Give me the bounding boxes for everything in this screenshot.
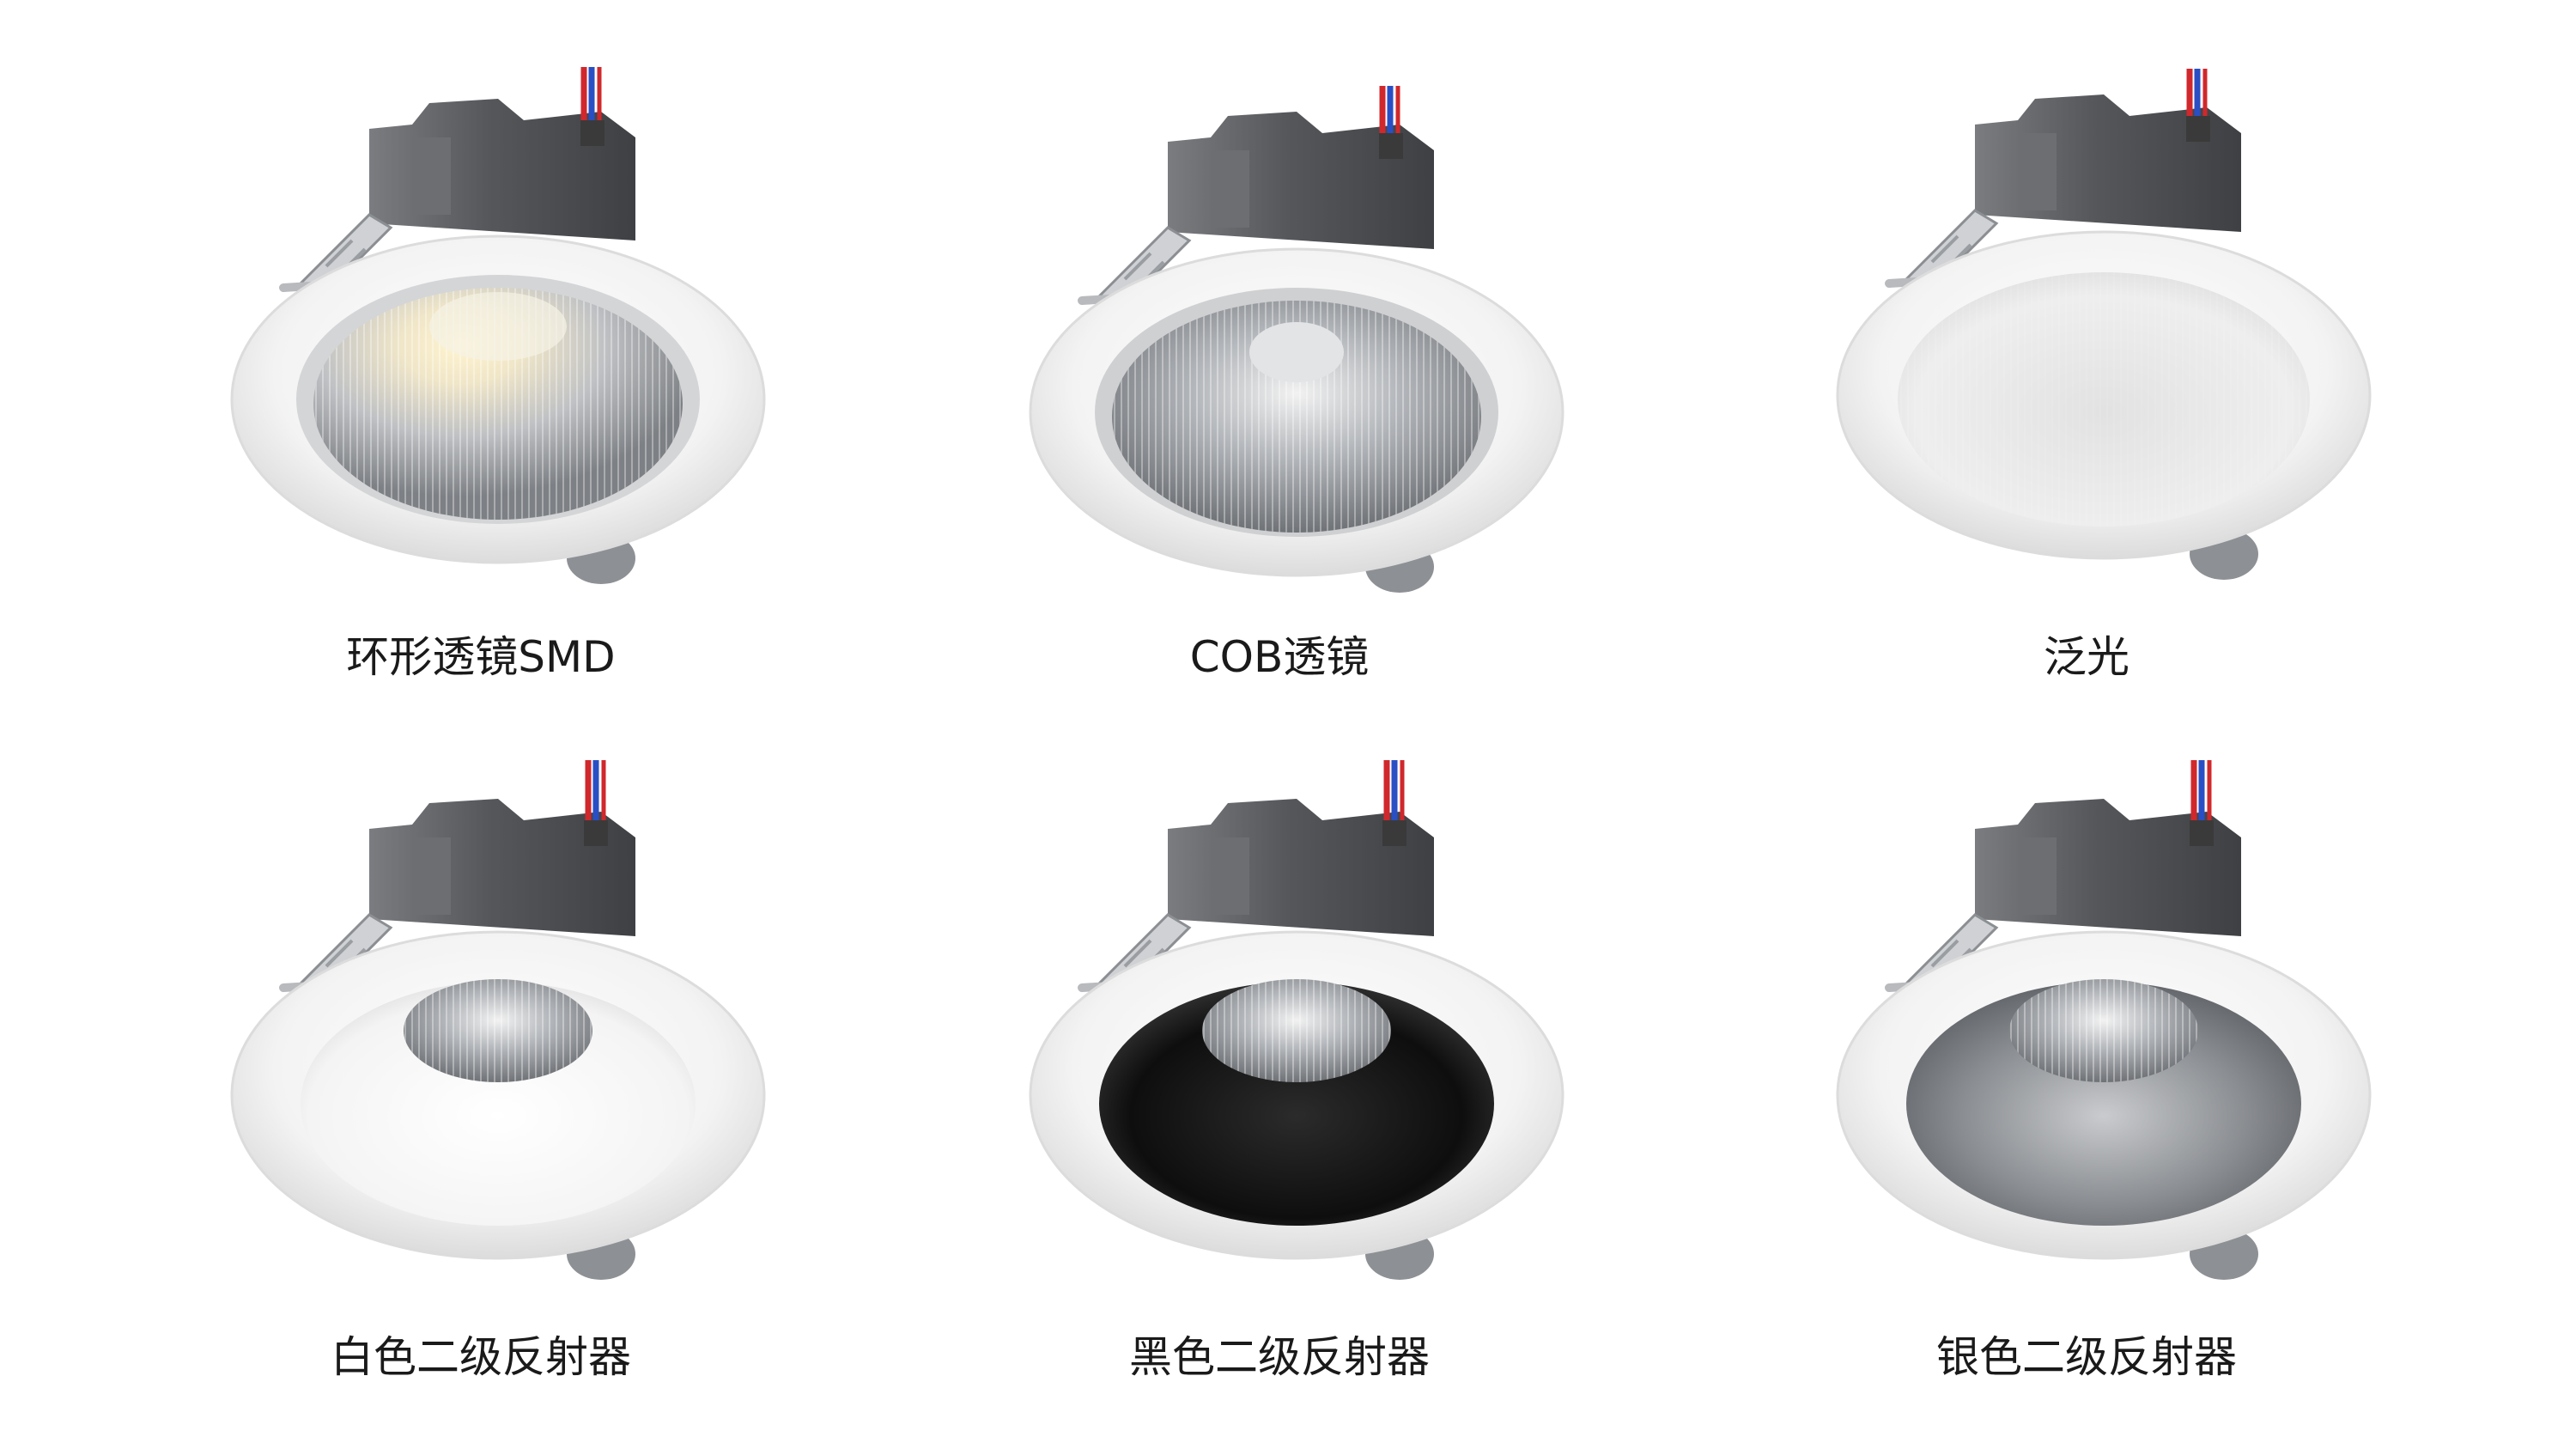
housing — [1168, 112, 1434, 249]
product-caption: 泛光 — [2044, 632, 2129, 682]
product-card-black-reflector: 黑色二级反射器 — [953, 756, 1606, 1382]
lens-ribs — [1112, 301, 1481, 533]
product-card-silver-reflector: 银色二级反射器 — [1760, 756, 2413, 1382]
lens-ribs — [313, 288, 683, 520]
wires — [1382, 760, 1406, 846]
downlight-cob-lens-icon — [1029, 86, 1564, 593]
black-reflector — [1099, 982, 1494, 1226]
lens-ribs — [404, 979, 592, 1082]
cob-chip — [1249, 322, 1344, 382]
wires — [1379, 86, 1403, 159]
lens-ribs — [1202, 979, 1391, 1082]
diffuser-texture — [1898, 272, 2310, 527]
product-caption: 黑色二级反射器 — [1129, 1332, 1430, 1382]
housing — [1975, 799, 2241, 936]
led-array — [429, 292, 567, 361]
downlight-white-reflector-icon — [230, 760, 766, 1280]
housing — [1975, 94, 2241, 232]
product-caption: 银色二级反射器 — [1936, 1332, 2237, 1382]
housing — [369, 799, 635, 936]
lens-ribs — [2009, 979, 2198, 1082]
housing — [369, 99, 635, 240]
product-card-diffuser: 泛光 — [1760, 60, 2413, 682]
product-caption: COB透镜 — [1189, 632, 1370, 682]
product-caption: 白色二级反射器 — [331, 1332, 631, 1382]
downlight-ring-lens-icon — [230, 67, 766, 584]
product-card-ring-lens-smd: 环形透镜SMD — [155, 60, 807, 682]
white-reflector — [301, 982, 696, 1226]
downlight-black-reflector-icon — [1029, 760, 1564, 1280]
wires — [580, 67, 605, 146]
wires — [584, 760, 608, 846]
silver-reflector — [1906, 982, 2301, 1226]
product-caption: 环形透镜SMD — [346, 632, 616, 682]
wires — [2186, 69, 2210, 142]
wires — [2190, 760, 2214, 846]
product-card-white-reflector: 白色二级反射器 — [155, 756, 807, 1382]
product-card-cob-lens: COB透镜 — [953, 60, 1606, 682]
downlight-silver-reflector-icon — [1836, 760, 2372, 1280]
downlight-diffuser-icon — [1836, 69, 2372, 580]
housing — [1168, 799, 1434, 936]
